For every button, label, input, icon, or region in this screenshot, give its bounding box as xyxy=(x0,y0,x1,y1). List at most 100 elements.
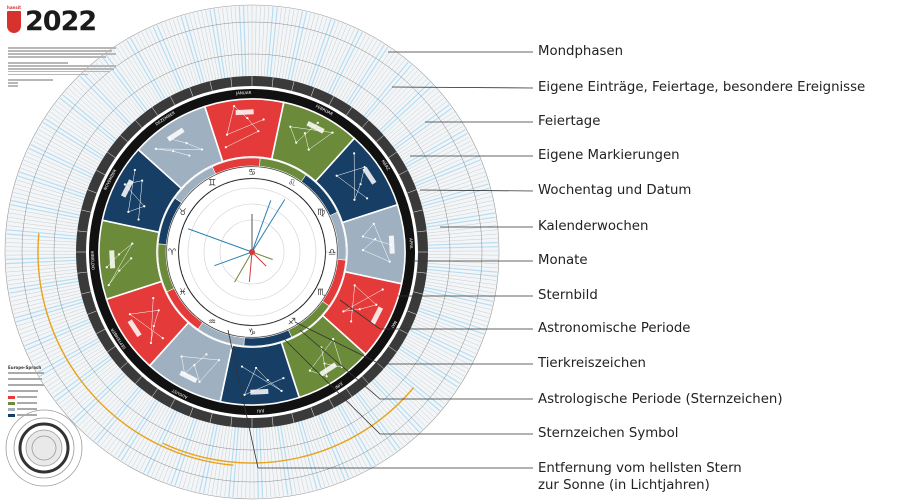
star-link xyxy=(199,359,220,382)
distance-needle xyxy=(187,228,253,253)
zodiac-symbol: ♓ xyxy=(179,288,187,298)
distance-needle xyxy=(214,251,253,267)
label-entfernung-1: Entfernung vom hellsten Stern xyxy=(538,461,742,476)
legend-swatch-red xyxy=(8,395,15,399)
week-tick xyxy=(169,96,176,106)
distance-needle xyxy=(251,199,286,253)
zodiac-symbol: ♏ xyxy=(317,288,325,298)
distance-needle xyxy=(234,251,253,283)
star xyxy=(303,132,306,135)
week-tick xyxy=(346,107,353,116)
week-tick xyxy=(413,291,423,295)
sun-center xyxy=(249,249,255,255)
week-tick xyxy=(107,151,116,158)
poster-year: 2022 xyxy=(25,6,97,37)
week-tick xyxy=(87,310,97,315)
star-link xyxy=(119,258,132,271)
holiday-arc-left xyxy=(37,233,234,466)
legend-swatch-navy xyxy=(8,413,15,417)
zodiac-symbol: ♎ xyxy=(328,248,336,258)
week-tick xyxy=(328,398,335,408)
star xyxy=(363,166,366,169)
star-link xyxy=(255,367,268,381)
star-link xyxy=(362,223,374,237)
star xyxy=(149,341,153,345)
star-link xyxy=(244,367,257,395)
leader-line xyxy=(279,334,533,435)
star-link xyxy=(184,354,207,374)
label-feiertage: Feiertage xyxy=(538,114,601,129)
star-link xyxy=(309,338,334,371)
entries-ring xyxy=(53,53,451,451)
month-label: MAI xyxy=(390,320,398,329)
star-link xyxy=(290,126,297,143)
mini-legend-ring xyxy=(25,429,63,467)
leader-line xyxy=(391,86,534,89)
star-link xyxy=(267,379,282,392)
legend: Europe-Sprach xyxy=(8,365,53,418)
zodiac-symbol: ♋ xyxy=(248,168,256,178)
star-link xyxy=(226,119,264,135)
week-tick xyxy=(361,376,369,384)
week-tick xyxy=(361,120,369,128)
week-tick xyxy=(310,407,315,417)
label-monate: Monate xyxy=(538,253,588,268)
star-link xyxy=(308,132,333,150)
week-tick xyxy=(151,388,158,397)
label-mondphasen: Mondphasen xyxy=(538,44,624,59)
distance-needle xyxy=(248,251,253,282)
label-kalenderwochen: Kalenderwochen xyxy=(538,219,649,234)
legend-swatch-green xyxy=(8,401,15,405)
label-sternbild: Sternbild xyxy=(538,288,598,303)
week-tick xyxy=(135,120,143,128)
star-link xyxy=(128,169,136,212)
week-tick xyxy=(87,189,97,194)
star-link xyxy=(290,126,333,133)
period-tag xyxy=(362,166,377,185)
week-tick xyxy=(77,230,88,233)
week-tick xyxy=(81,291,91,295)
star-link xyxy=(150,298,154,344)
week-tick xyxy=(96,328,106,335)
period-tag xyxy=(127,319,142,338)
month-label: JUNI xyxy=(334,381,345,390)
label-astrologische-periode: Astrologische Periode (Sternzeichen) xyxy=(538,392,783,407)
period-tag xyxy=(109,250,116,269)
star-link xyxy=(362,236,391,245)
week-tick xyxy=(388,151,397,158)
zodiac-symbol: ♍ xyxy=(317,208,325,218)
star-link xyxy=(129,313,163,339)
label-eigene-markierungen: Eigene Markierungen xyxy=(538,148,680,163)
week-tick xyxy=(169,398,176,408)
week-tick xyxy=(398,328,408,335)
week-tick xyxy=(189,87,194,97)
star-link xyxy=(359,304,377,310)
constellation-segment xyxy=(137,105,224,190)
star-link xyxy=(225,130,259,148)
star-link xyxy=(350,285,355,322)
star-link xyxy=(304,133,309,150)
month-label: APRIL xyxy=(408,238,414,250)
mini-legend-ring xyxy=(31,435,57,461)
week-tick xyxy=(416,271,427,274)
star-link xyxy=(181,356,185,374)
week-tick xyxy=(398,169,408,176)
star-link xyxy=(226,106,235,135)
week-tick xyxy=(376,135,384,143)
week-tick xyxy=(189,407,194,417)
week-tick xyxy=(271,77,274,88)
week-tick xyxy=(291,81,295,91)
zodiac-symbol: ♉ xyxy=(179,208,187,218)
leader-line xyxy=(299,329,533,400)
badge-text: hansit xyxy=(7,4,22,10)
week-tick xyxy=(96,169,106,176)
star-link xyxy=(153,310,159,327)
week-tick xyxy=(291,413,295,423)
moon-ring xyxy=(21,21,483,483)
star-link xyxy=(108,270,120,286)
star-link xyxy=(336,166,365,176)
star-link xyxy=(332,338,343,368)
week-tick xyxy=(135,376,143,384)
period-tag xyxy=(250,388,269,395)
star-link xyxy=(373,223,390,262)
